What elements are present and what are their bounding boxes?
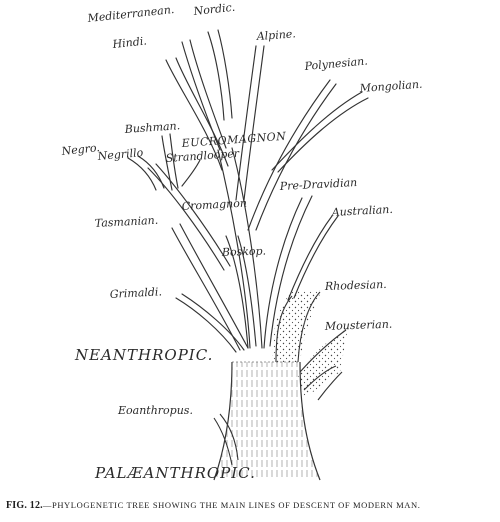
- label-rhodesian: Rhodesian.: [324, 278, 387, 293]
- label-alpine: Alpine.: [255, 27, 296, 43]
- trunk-texture: [214, 362, 320, 480]
- figure-number: FIG. 12.: [6, 500, 43, 511]
- label-negro: Negro.: [60, 141, 101, 158]
- label-boskop: Boskop.: [221, 244, 267, 259]
- label-nordic: Nordic.: [192, 1, 236, 18]
- label-tasmanian: Tasmanian.: [94, 214, 158, 230]
- label-mongolian: Mongolian.: [358, 78, 423, 95]
- label-cromagnon: Cromagnon: [181, 197, 247, 213]
- label-eoanthropus: Eoanthropus.: [117, 404, 193, 417]
- neanthropic-branches: [127, 29, 369, 353]
- tree-drawing: Mediterranean. Nordic. Hindi. Alpine. Po…: [60, 1, 423, 482]
- mousterian-stipple: [298, 328, 348, 398]
- label-polynesian: Polynesian.: [303, 55, 368, 74]
- label-neanthropic: NEANTHROPIC.: [74, 346, 213, 364]
- eoanthropus-branch: [213, 413, 239, 466]
- label-pre-dravidian: Pre-Dravidian: [278, 176, 357, 193]
- label-grimaldi: Grimaldi.: [109, 285, 162, 301]
- label-australian: Australian.: [330, 203, 393, 219]
- rhodesian-stipple: [272, 290, 322, 362]
- figure-caption: FIG. 12.—PHYLOGENETIC TREE SHOWING THE M…: [6, 500, 496, 511]
- label-bushman: Bushman.: [123, 119, 180, 136]
- label-hindi: Hindi.: [111, 34, 147, 51]
- figure-caption-text: —PHYLOGENETIC TREE SHOWING THE MAIN LINE…: [42, 500, 421, 510]
- label-strandlooper: Strandlooper: [165, 147, 240, 165]
- label-mousterian: Mousterian.: [324, 318, 393, 333]
- label-palaeanthropic: PALÆANTHROPIC.: [94, 464, 256, 482]
- label-negrillo: Negrillo: [96, 146, 144, 163]
- label-mediterranean: Mediterranean.: [86, 3, 175, 25]
